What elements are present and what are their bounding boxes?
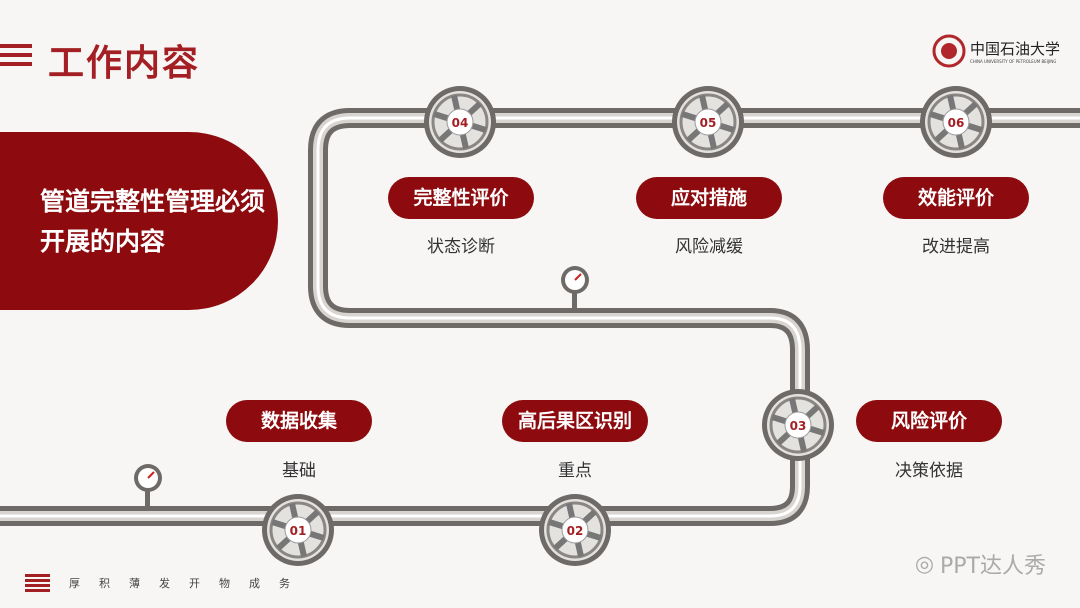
logo-en: CHINA UNIVERSITY OF PETROLEUM BEIJING [970,59,1057,64]
motto-char: 薄 [129,577,140,590]
step-subtitle: 决策依据 [895,461,963,481]
footer-motto: 厚积薄发开物成务 [30,572,290,594]
logo-name: 中国石油大学 [970,40,1061,58]
step-subtitle: 改进提高 [922,237,990,257]
valve-icon: 04 [424,86,496,158]
step-number: 03 [790,419,807,433]
step-label: 效能评价 [883,177,1029,219]
step-number: 02 [567,524,584,538]
step-number: 05 [700,116,717,130]
step-subtitle: 风险减缓 [675,237,743,257]
step-subtitle: 状态诊断 [427,237,495,257]
step-label: 完整性评价 [388,177,534,219]
step-number: 01 [290,524,307,538]
watermark-text: PPT达人秀 [940,554,1046,579]
motto-char: 务 [279,577,290,590]
intro-box: 管道完整性管理必须开展的内容 [0,132,278,310]
watermark: ◎PPT达人秀 [915,548,1046,580]
motto-char: 积 [99,577,110,590]
valve-icon: 03 [762,389,834,461]
wechat-icon: ◎ [914,551,935,577]
motto-char: 成 [249,577,260,590]
gauge-icon [134,464,162,510]
motto-char: 厚 [69,577,80,590]
step-number: 06 [948,116,965,130]
motto-char: 发 [159,577,170,590]
valve-icon: 06 [920,86,992,158]
step-number: 04 [452,116,469,130]
menu-icon [0,44,32,71]
gauge-icon [561,266,589,312]
emblem-icon [932,34,966,68]
motto-char: 物 [219,577,230,590]
step-subtitle: 重点 [558,461,592,481]
step-label: 高后果区识别 [502,400,648,442]
page-title: 工作内容 [48,42,201,84]
valve-icon: 05 [672,86,744,158]
list-icon [30,572,50,594]
valve-icon: 02 [539,494,611,566]
step-label: 应对措施 [636,177,782,219]
step-subtitle: 基础 [282,461,316,481]
motto-char: 开 [189,577,200,590]
valve-icon: 01 [262,494,334,566]
step-label: 风险评价 [856,400,1002,442]
step-label: 数据收集 [226,400,372,442]
